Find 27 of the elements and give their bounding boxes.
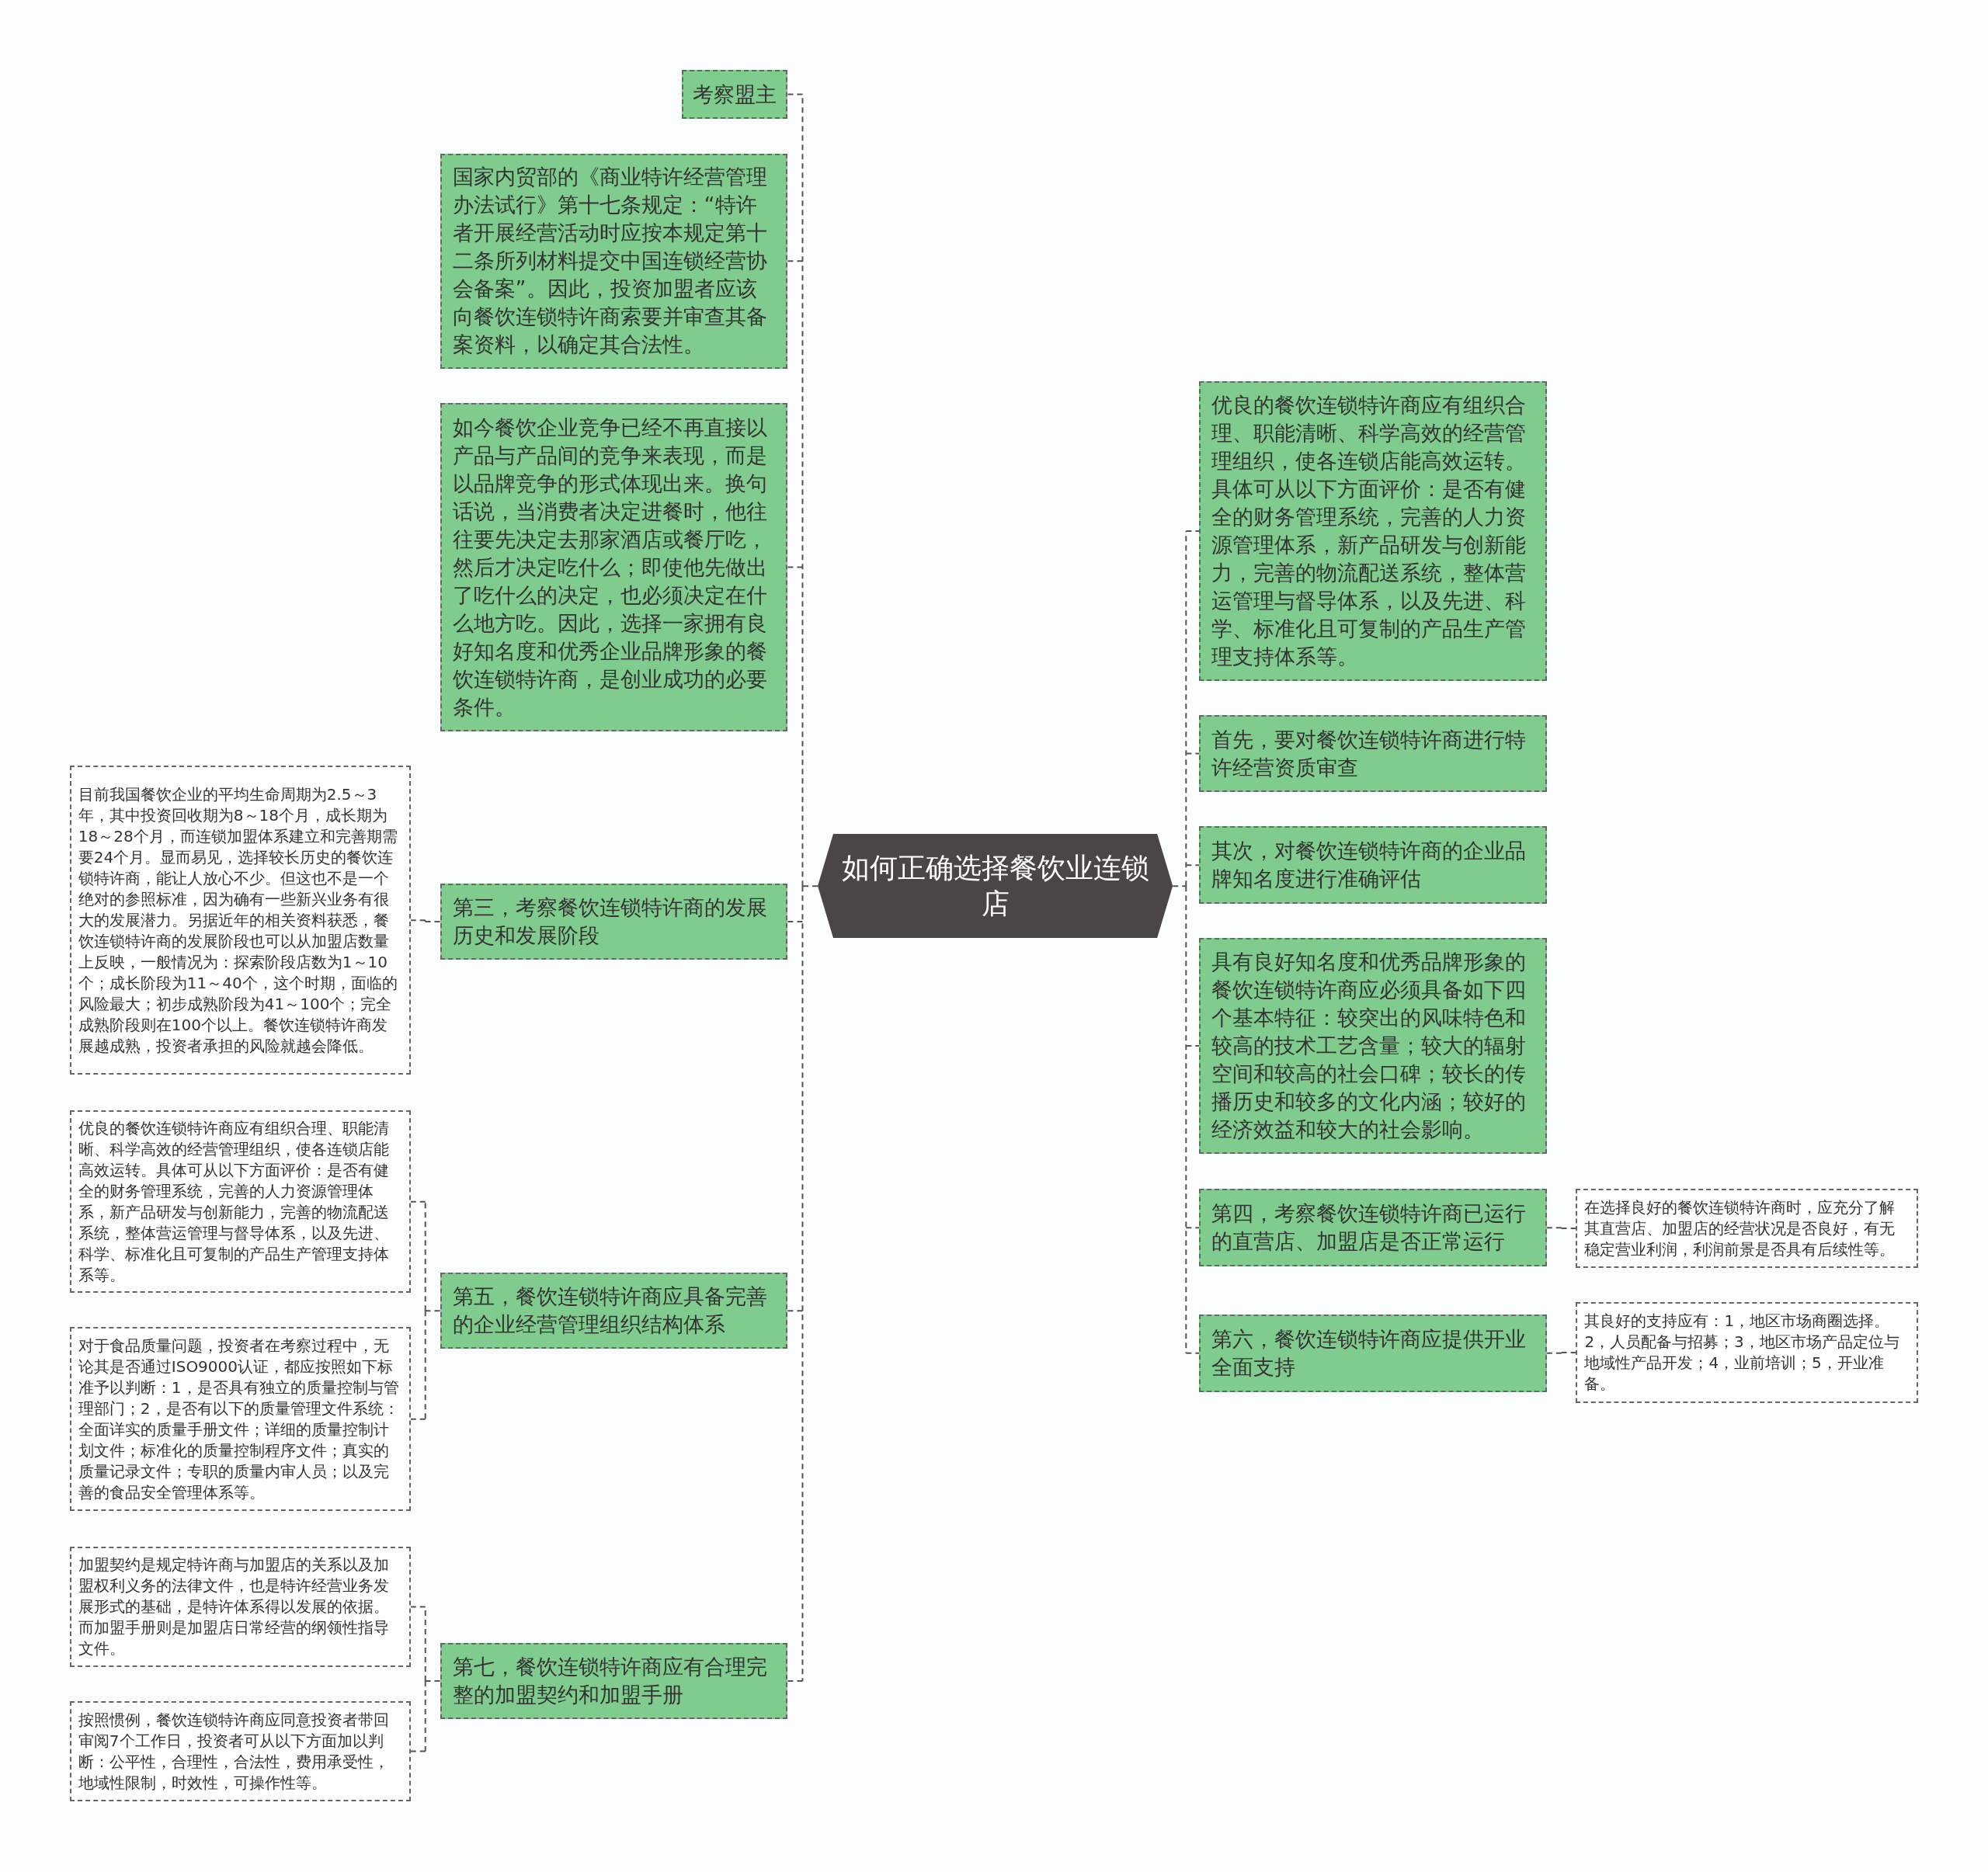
topic-box: 第五，餐饮连锁特许商应具备完善的企业经营管理组织结构体系 [440,1273,787,1349]
topic-box: 考察盟主 [682,69,787,120]
connector-line [409,919,441,922]
connector-line [1545,1352,1577,1354]
connector-line [786,93,819,1682]
connector-line [409,1606,441,1752]
topic-box: 第六，餐饮连锁特许商应提供开业全面支持 [1199,1315,1547,1392]
connector-line [1172,530,1201,1354]
note-box: 按照惯例，餐饮连锁特许商应同意投资者带回审阅7个工作日，投资者可从以下方面加以判断：公平性，合理性，合法性，费用承受性，地域性限制，时效性，可操作性等。 [69,1701,411,1801]
note-box: 其良好的支持应有：1，地区市场商圈选择。2，人员配备与招募；3，地区市场产品定位与地域性产品开发；4，业前培训；5，开业准备。 [1576,1301,1919,1404]
topic-box: 第四，考察餐饮连锁特许商已运行的直营店、加盟店是否正常运行 [1199,1189,1547,1266]
topic-box: 国家内贸部的《商业特许经营管理办法试行》第十七条规定：“特许者开展经营活动时应按本规定第十二条所列材料提交中国连锁经营协会备案”。因此，投资加盟者应该向餐饮连锁特许商索要并审查其备案资料，以确定其合法性。 [440,153,787,370]
topic-box: 首先，要对餐饮连锁特许商进行特许经营资质审查 [1199,714,1547,793]
central-topic-hexagon: 如何正确选择餐饮业连锁店 [818,834,1173,939]
note-box: 在选择良好的餐饮连锁特许商时，应充分了解其直营店、加盟店的经营状况是否良好，有无稳定营业利润，利润前景是否具有后续性等。 [1576,1189,1919,1268]
note-box: 对于食品质量问题，投资者在考察过程中，无论其是否通过ISO9000认证，都应按照如下标准予以判断：1，是否具有独立的质量控制与管理部门；2，是否有以下的质量管理文件系统：全面详实的质量手册文件；详细的质量控制计划文件；标准化的质量控制程序文件；真实的质量记录文件；专职的质量内审人员；以及完善的食品安全管理体系等。 [69,1327,411,1512]
topic-box: 其次，对餐饮连锁特许商的企业品牌知名度进行准确评估 [1199,826,1547,905]
connector-line [409,1200,441,1420]
note-box: 优良的餐饮连锁特许商应有组织合理、职能清晰、科学高效的经营管理组织，使各连锁店能高效运转。具体可从以下方面评价：是否有健全的财务管理系统，完善的人力资源管理体系，新产品研发与创新能力，完善的物流配送系统，整体营运管理与督导体系，以及先进、科学、标准化且可复制的产品生产管理支持体系等。 [69,1110,411,1294]
connector-line [1545,1227,1577,1230]
topic-box: 如今餐饮企业竞争已经不再直接以产品与产品间的竞争来表现，而是以品牌竞争的形式体现出来。换句话说，当消费者决定进餐时，他往往要先决定去那家酒店或餐厅吃，然后才决定吃什么；即使他先做出了吃什么的决定，也必须决定在什么地方吃。因此，选择一家拥有良好知名度和优秀企业品牌形象的餐饮连锁特许商，是创业成功的必要条件。 [440,403,787,731]
note-box: 加盟契约是规定特许商与加盟店的关系以及加盟权利义务的法律文件，也是特许经营业务发展形式的基础，是特许体系得以发展的依据。而加盟手册则是加盟店日常经营的纲领性指导文件。 [69,1546,411,1667]
topic-box: 第七，餐饮连锁特许商应有合理完整的加盟契约和加盟手册 [440,1642,787,1719]
topic-box: 具有良好知名度和优秀品牌形象的餐饮连锁特许商应必须具备如下四个基本特征：较突出的风味特色和较高的技术工艺含量；较大的辐射空间和较高的社会口碑；较长的传播历史和较多的文化内涵；较好的经济效益和较大的社会影响。 [1199,938,1547,1154]
note-box: 目前我国餐饮企业的平均生命周期为2.5～3年，其中投资回收期为8～18个月，成长期为18～28个月，而连锁加盟体系建立和完善期需要24个月。显而易见，选择较长历史的餐饮连锁特许商，能让人放心不少。但这也不是一个绝对的参照标准，因为确有一些新兴业务有很大的发展潜力。另据近年的相关资料获悉，餐饮连锁特许商的发展阶段也可以从加盟店数量上反映，一般情况为：探索阶段店数为1～10个；成长阶段为11～40个，这个时期，面临的风险最大；初步成熟阶段为41～100个；完全成熟阶段则在100个以上。餐饮连锁特许商发展越成熟，投资者承担的风险就越会降低。 [69,766,411,1075]
topic-box: 优良的餐饮连锁特许商应有组织合理、职能清晰、科学高效的经营管理组织，使各连锁店能高效运转。具体可从以下方面评价：是否有健全的财务管理系统，完善的人力资源管理体系，新产品研发与创新能力，完善的物流配送系统，整体营运管理与督导体系，以及先进、科学、标准化且可复制的产品生产管理支持体系等。 [1199,381,1547,681]
topic-box: 第三，考察餐饮连锁特许商的发展历史和发展阶段 [440,883,787,960]
